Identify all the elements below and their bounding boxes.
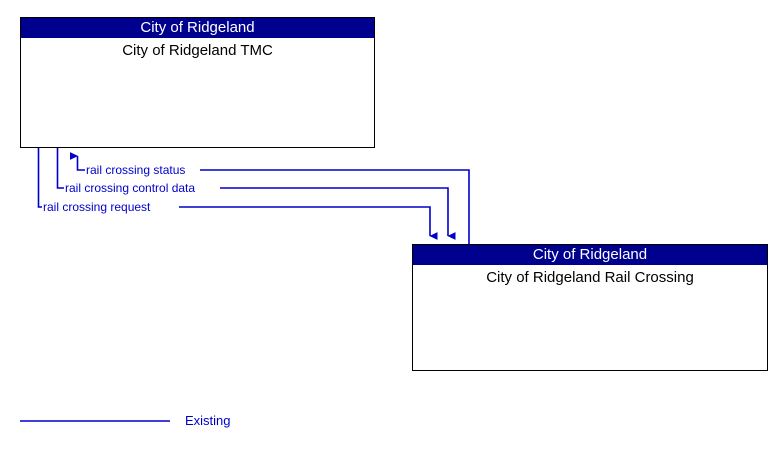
node-city-of-ridgeland-tmc[interactable]: City of Ridgeland City of Ridgeland TMC [20, 17, 375, 148]
flow-label-rail-crossing-control-data[interactable]: rail crossing control data [64, 181, 197, 195]
node-title: City of Ridgeland Rail Crossing [486, 269, 694, 286]
node-body: City of Ridgeland Rail Crossing [413, 265, 767, 390]
node-body: City of Ridgeland TMC [21, 38, 374, 167]
legend-label-existing: Existing [185, 413, 231, 428]
node-stakeholder-header: City of Ridgeland [413, 245, 767, 265]
node-city-of-ridgeland-rail-crossing[interactable]: City of Ridgeland City of Ridgeland Rail… [412, 244, 768, 371]
flow-label-rail-crossing-request[interactable]: rail crossing request [42, 200, 152, 214]
node-stakeholder-header: City of Ridgeland [21, 18, 374, 38]
flow-label-rail-crossing-status[interactable]: rail crossing status [85, 163, 187, 177]
node-title: City of Ridgeland TMC [122, 42, 273, 59]
